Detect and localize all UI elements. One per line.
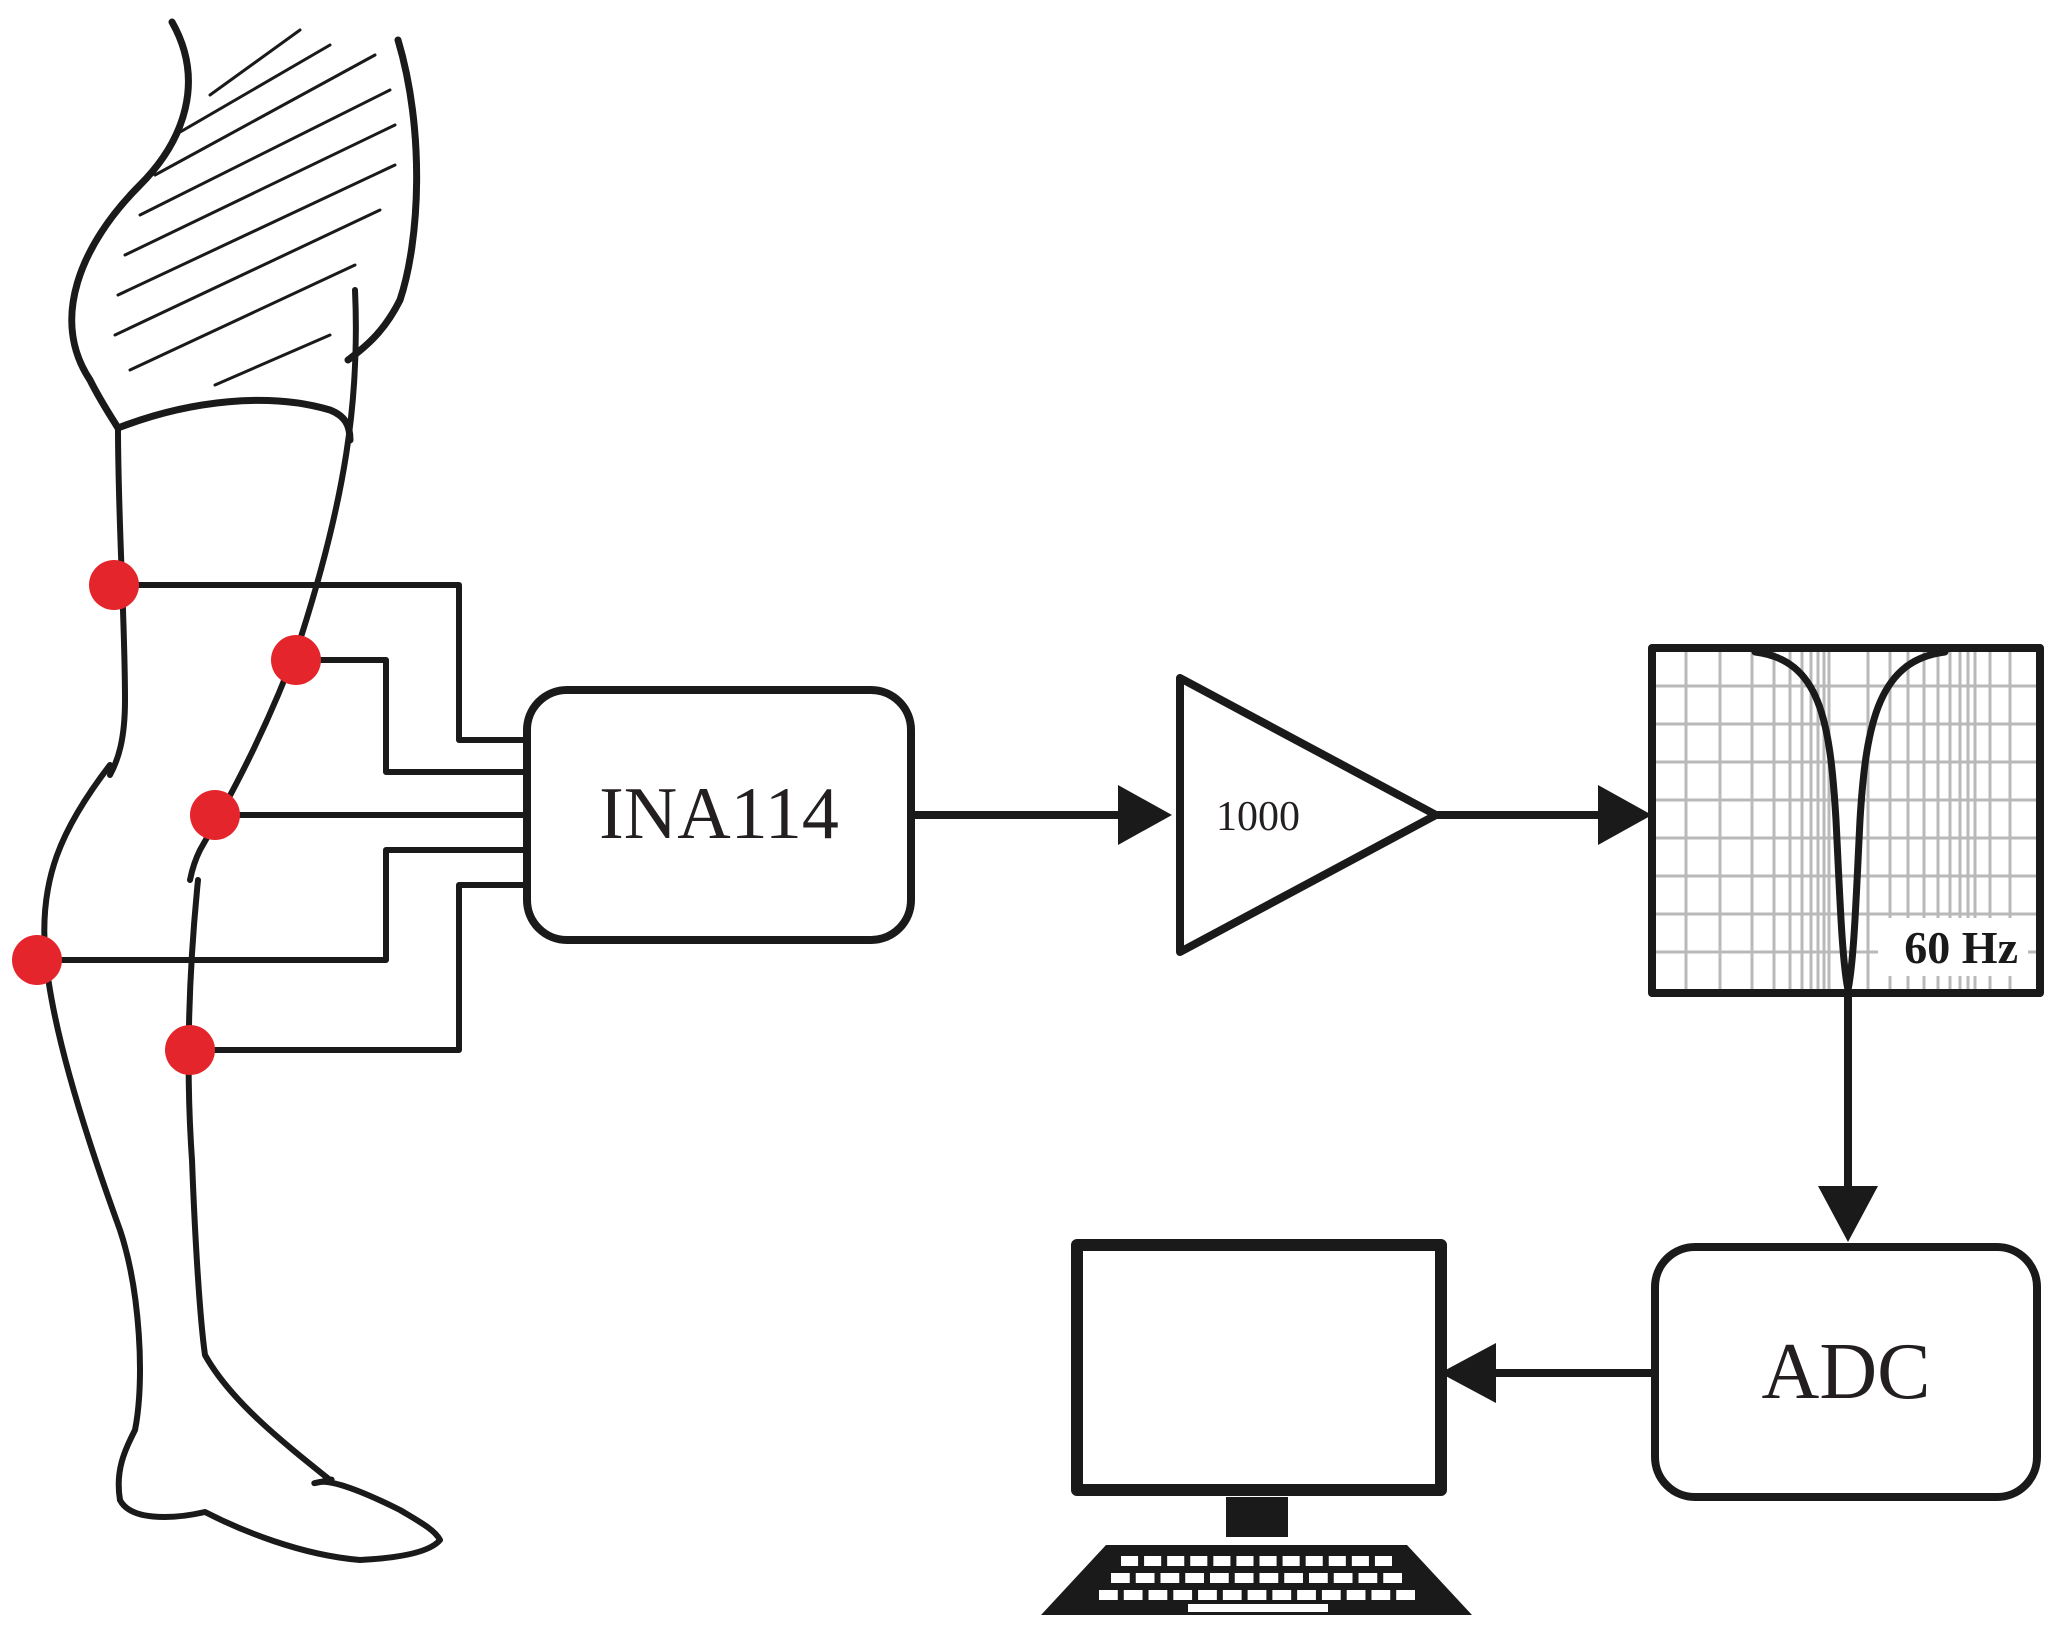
- keyboard-key: [1374, 1556, 1392, 1566]
- keyboard-key: [1135, 1573, 1155, 1583]
- keyboard-key: [1396, 1590, 1415, 1600]
- gain-label: 1000: [1216, 794, 1300, 840]
- monitor-stand: [1226, 1497, 1288, 1537]
- keyboard-keys: [1099, 1556, 1415, 1612]
- ina114-block: INA114: [523, 686, 915, 944]
- thigh-back: [107, 425, 128, 778]
- keyboard-key: [1144, 1556, 1162, 1566]
- keyboard-key: [1383, 1573, 1402, 1583]
- arrowhead-right: [1598, 785, 1652, 845]
- keyboard-key: [1222, 1590, 1242, 1600]
- wire-2: [293, 657, 530, 775]
- keyboard-key: [1123, 1590, 1143, 1600]
- arrow-adc-to-computer: [1440, 1343, 1659, 1403]
- amplifier-triangle: [1176, 674, 1440, 956]
- keyboard-key: [1371, 1590, 1391, 1600]
- shorts-hem: [114, 396, 354, 444]
- arrow-amp-to-filter: [1432, 785, 1652, 845]
- notch-label-background: [1878, 918, 2028, 976]
- keyboard-key: [1121, 1556, 1139, 1566]
- keyboard-key: [1321, 1590, 1341, 1600]
- shorts-hatching: [113, 28, 397, 387]
- arrow-ina-to-amp: [911, 785, 1172, 845]
- adc-block: ADC: [1651, 1243, 2041, 1501]
- keyboard-key: [1247, 1590, 1267, 1600]
- electrode-wires: [34, 582, 530, 1053]
- shorts-back-outline: [68, 18, 192, 432]
- wire-4: [34, 847, 530, 963]
- notch-frequency-label: 60 Hz: [1904, 922, 2018, 973]
- keyboard-key: [1167, 1556, 1185, 1566]
- adc-label: ADC: [1762, 1328, 1931, 1416]
- keyboard-key: [1259, 1573, 1279, 1583]
- computer-icon: [1041, 1239, 1472, 1615]
- arrowhead-right: [1118, 785, 1172, 845]
- keyboard-key: [1282, 1556, 1300, 1566]
- keyboard-key: [1236, 1556, 1254, 1566]
- keyboard-key: [1333, 1573, 1353, 1583]
- keyboard-key: [1111, 1573, 1130, 1583]
- keyboard-key: [1099, 1590, 1118, 1600]
- keyboard-key: [1198, 1590, 1217, 1600]
- keyboard-key: [1148, 1590, 1168, 1600]
- shorts-front-outline: [344, 36, 421, 364]
- keyboard-key: [1160, 1573, 1180, 1583]
- keyboard-key: [1259, 1556, 1277, 1566]
- leg-illustration: [41, 18, 443, 1563]
- keyboard-key: [1351, 1556, 1369, 1566]
- monitor: [1071, 1239, 1447, 1496]
- electrode-2: [271, 635, 321, 685]
- foot: [117, 1476, 443, 1563]
- amplifier-block: 1000: [1176, 674, 1440, 956]
- electrode-1: [89, 560, 139, 610]
- notch-filter-block: 60 Hz: [1648, 644, 2044, 997]
- keyboard-key: [1213, 1556, 1231, 1566]
- wire-1: [111, 582, 530, 743]
- keyboard-key: [1234, 1573, 1254, 1583]
- electrode-4: [12, 935, 62, 985]
- keyboard-key: [1173, 1590, 1193, 1600]
- wire-5: [187, 882, 530, 1053]
- keyboard-key: [1297, 1590, 1316, 1600]
- ina114-label: INA114: [599, 773, 839, 855]
- keyboard-key: [1305, 1556, 1323, 1566]
- arrowhead-down: [1818, 1186, 1878, 1242]
- keyboard-key: [1190, 1556, 1208, 1566]
- arrowhead-left: [1440, 1343, 1496, 1403]
- arrow-filter-to-adc: [1818, 989, 1878, 1242]
- keyboard-key: [1185, 1573, 1204, 1583]
- keyboard-key: [1210, 1573, 1229, 1583]
- keyboard-key: [1358, 1573, 1378, 1583]
- keyboard-key: [1346, 1590, 1366, 1600]
- keyboard-key: [1284, 1573, 1303, 1583]
- electrode-3: [190, 790, 240, 840]
- keyboard-key: [1309, 1573, 1328, 1583]
- electrodes: [12, 560, 321, 1075]
- keyboard-spacebar: [1188, 1604, 1328, 1612]
- keyboard-key: [1272, 1590, 1292, 1600]
- keyboard-key: [1328, 1556, 1346, 1566]
- shin-front: [185, 877, 333, 1483]
- electrode-5: [165, 1025, 215, 1075]
- calf-back: [41, 762, 143, 1503]
